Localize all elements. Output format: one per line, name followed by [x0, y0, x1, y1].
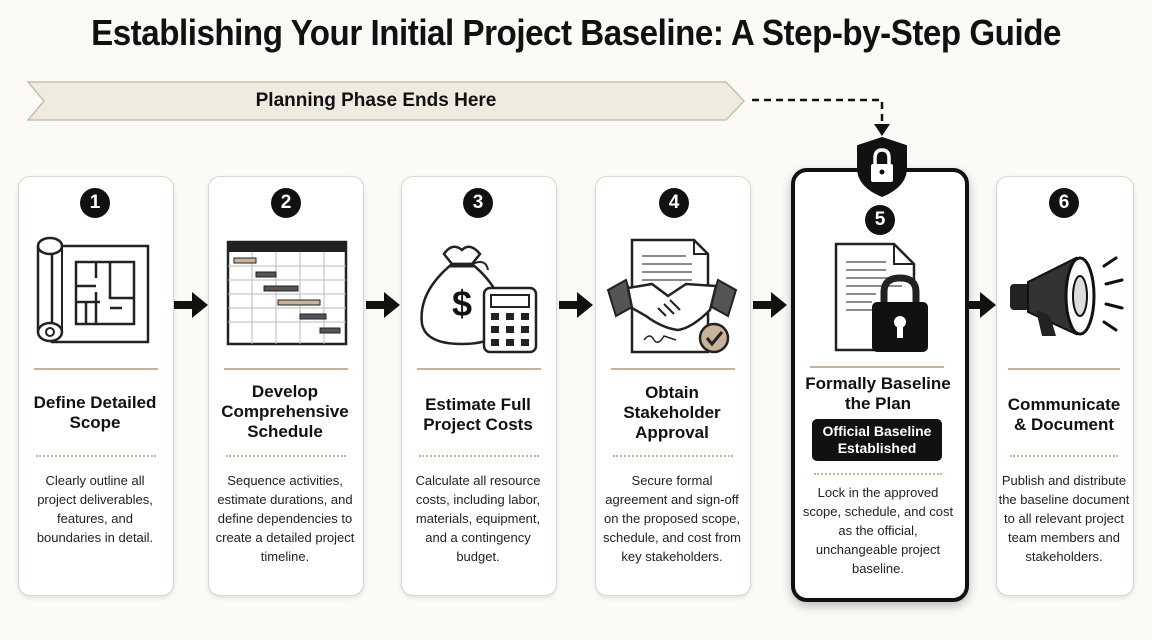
- dashed-connector-arrow: [752, 98, 890, 136]
- flow-arrow: [966, 292, 996, 318]
- divider: [810, 366, 944, 368]
- blueprint-scroll-icon: [36, 236, 150, 344]
- step-description-1: Clearly outline all project deliverables…: [36, 473, 154, 545]
- divider: [1008, 368, 1120, 370]
- official-baseline-badge: Official Baseline Established: [812, 419, 942, 461]
- divider: [417, 368, 541, 370]
- flow-arrow: [174, 292, 208, 318]
- dotted-divider: [36, 455, 156, 457]
- step-title-2: Develop Comprehensive Schedule: [221, 382, 349, 441]
- banner-label: Planning Phase Ends Here: [255, 90, 497, 111]
- dotted-divider: [613, 455, 733, 457]
- locked-document-icon: [834, 242, 928, 352]
- lock-shield-icon: [857, 136, 907, 198]
- step-number-3: 3: [463, 188, 493, 218]
- step-description-3: Calculate all resource costs, including …: [415, 473, 541, 564]
- gantt-chart-icon: [226, 240, 348, 346]
- divider: [34, 368, 158, 370]
- step-card-6: [996, 176, 1134, 596]
- divider: [224, 368, 348, 370]
- page-title: Establishing Your Initial Project Baseli…: [91, 12, 1061, 53]
- step-title-5: Formally Baseline the Plan: [805, 374, 951, 413]
- step-card-3: [401, 176, 557, 596]
- step-title-6: Communicate & Document: [1007, 395, 1121, 434]
- step-title-1: Define Detailed Scope: [33, 393, 157, 432]
- flow-arrow: [366, 292, 400, 318]
- divider: [611, 368, 735, 370]
- dotted-divider: [419, 455, 539, 457]
- planning-phase-banner: [26, 81, 746, 121]
- flow-arrow: [753, 292, 787, 318]
- step-description-5: Lock in the approved scope, schedule, an…: [802, 485, 954, 576]
- step-number-4: 4: [659, 188, 689, 218]
- flow-arrow: [559, 292, 593, 318]
- step-title-4: Obtain Stakeholder Approval: [623, 383, 721, 442]
- dotted-divider: [814, 473, 942, 475]
- step-description-6: Publish and distribute the baseline docu…: [998, 473, 1130, 564]
- step-number-5: 5: [865, 205, 895, 235]
- step-description-4: Secure formal agreement and sign-off on …: [602, 473, 742, 564]
- step-description-2: Sequence activities, estimate durations,…: [215, 473, 355, 564]
- money-bag-calculator-icon: $: [420, 245, 538, 354]
- handshake-contract-icon: [606, 238, 738, 354]
- megaphone-icon: [1010, 256, 1124, 336]
- dotted-divider: [1010, 455, 1118, 457]
- step-number-6: 6: [1049, 188, 1079, 218]
- step-number-1: 1: [80, 188, 110, 218]
- step-title-3: Estimate Full Project Costs: [423, 395, 533, 434]
- step-card-5: [791, 168, 969, 602]
- dotted-divider: [226, 455, 346, 457]
- svg-text:$: $: [452, 283, 472, 324]
- step-number-2: 2: [271, 188, 301, 218]
